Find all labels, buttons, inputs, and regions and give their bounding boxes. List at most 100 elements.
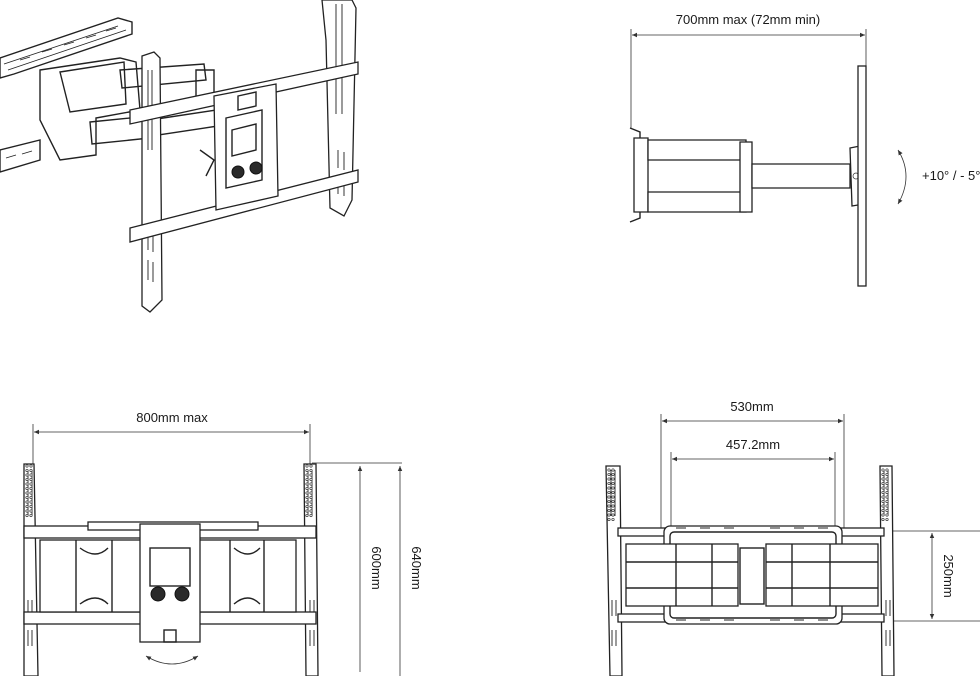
bracket-hole — [607, 508, 611, 513]
side-view: 700mm max (72mm min) +10° / - 5° — [629, 12, 980, 287]
bracket-hole — [25, 509, 29, 513]
bracket-hole — [305, 486, 309, 491]
bracket-hole — [607, 495, 611, 499]
bracket-hole — [305, 477, 309, 482]
wall-plate-slots — [19, 27, 117, 61]
front-width-label: 800mm max — [136, 410, 208, 425]
bracket-hole — [29, 513, 33, 518]
bracket-hole — [611, 517, 615, 522]
bracket-hole — [881, 504, 885, 508]
bracket-hole — [305, 464, 309, 468]
bracket-hole — [611, 468, 615, 472]
bracket-hole — [881, 468, 885, 472]
rear-height-label: 250mm — [941, 554, 956, 597]
bracket-hole — [305, 482, 309, 486]
bracket-hole — [25, 464, 29, 468]
bracket-hole — [611, 481, 615, 486]
bracket-hole — [25, 482, 29, 486]
bracket-hole — [29, 504, 33, 509]
bracket-hole — [881, 513, 885, 517]
bracket-hole — [305, 500, 309, 504]
rear-inner-width-label: 457.2mm — [726, 437, 780, 452]
bracket-hole — [25, 468, 29, 473]
bracket-hole — [885, 472, 889, 477]
rear-outer-width-label: 530mm — [730, 399, 773, 414]
bracket-hole — [611, 513, 615, 517]
bracket-hole — [309, 482, 313, 486]
bracket-hole — [611, 504, 615, 508]
tv-panel-side — [857, 65, 867, 287]
bracket-hole — [607, 504, 611, 508]
bracket-hole — [25, 486, 29, 491]
bracket-hole — [29, 473, 33, 477]
bracket-hole — [29, 482, 33, 486]
bracket-hole — [611, 508, 615, 513]
bracket-hole — [309, 495, 313, 500]
bracket-hole — [309, 500, 313, 504]
bracket-hole — [885, 499, 889, 504]
bracket-hole — [305, 491, 309, 495]
bracket-hole — [881, 517, 885, 522]
bracket-hole — [611, 472, 615, 477]
bracket-hole — [29, 468, 33, 473]
bracket-hole — [885, 490, 889, 495]
bracket-hole — [25, 477, 29, 482]
bracket-hole — [25, 491, 29, 495]
isometric-view — [0, 0, 359, 313]
bracket-hole — [29, 486, 33, 491]
bracket-hole — [25, 513, 29, 518]
bracket-hole — [607, 477, 611, 481]
bracket-hole — [607, 499, 611, 504]
bracket-hole — [885, 513, 889, 517]
bracket-hole — [881, 499, 885, 504]
bracket-hole — [607, 517, 611, 522]
bracket-hole — [309, 477, 313, 482]
bracket-hole — [25, 504, 29, 509]
tilt-arc — [897, 149, 907, 205]
bracket-hole — [29, 500, 33, 504]
bracket-hole — [611, 477, 615, 481]
bracket-hole — [607, 486, 611, 490]
bracket-hole — [885, 486, 889, 490]
front-view: 800mm max 600mm 640mm — [23, 410, 424, 676]
bracket-hole — [305, 509, 309, 513]
bracket-hole — [881, 508, 885, 513]
bracket-hole — [881, 472, 885, 477]
bracket-hole — [25, 495, 29, 500]
bracket-hole — [25, 473, 29, 477]
bracket-hole — [29, 495, 33, 500]
bracket-hole — [309, 473, 313, 477]
bracket-hole — [29, 464, 33, 468]
bracket-hole — [309, 464, 313, 468]
bracket-hole — [611, 486, 615, 490]
bracket-hole — [607, 481, 611, 486]
bracket-hole — [25, 500, 29, 504]
bracket-hole — [309, 486, 313, 491]
bracket-hole — [885, 508, 889, 513]
bracket-hole — [885, 468, 889, 472]
bracket-hole — [29, 509, 33, 513]
bracket-hole — [611, 490, 615, 495]
height-inner-label: 600mm — [369, 546, 384, 589]
bracket-hole — [607, 490, 611, 495]
bracket-hole — [881, 486, 885, 490]
bracket-hole — [885, 477, 889, 481]
bracket-hole — [607, 472, 611, 477]
bracket-hole — [607, 513, 611, 517]
bracket-hole — [611, 499, 615, 504]
bracket-hole — [881, 481, 885, 486]
bracket-hole — [309, 468, 313, 473]
bracket-hole — [885, 481, 889, 486]
bracket-hole — [309, 491, 313, 495]
bracket-hole — [885, 517, 889, 522]
bracket-hole — [305, 495, 309, 500]
bracket-hole — [881, 477, 885, 481]
bracket-hole — [305, 468, 309, 473]
bracket-hole — [29, 491, 33, 495]
rear-view: 530mm 457.2mm 250mm — [605, 399, 980, 676]
bracket-hole — [309, 513, 313, 518]
bracket-hole — [607, 468, 611, 472]
height-outer-label: 640mm — [409, 546, 424, 589]
bracket-hole — [309, 504, 313, 509]
